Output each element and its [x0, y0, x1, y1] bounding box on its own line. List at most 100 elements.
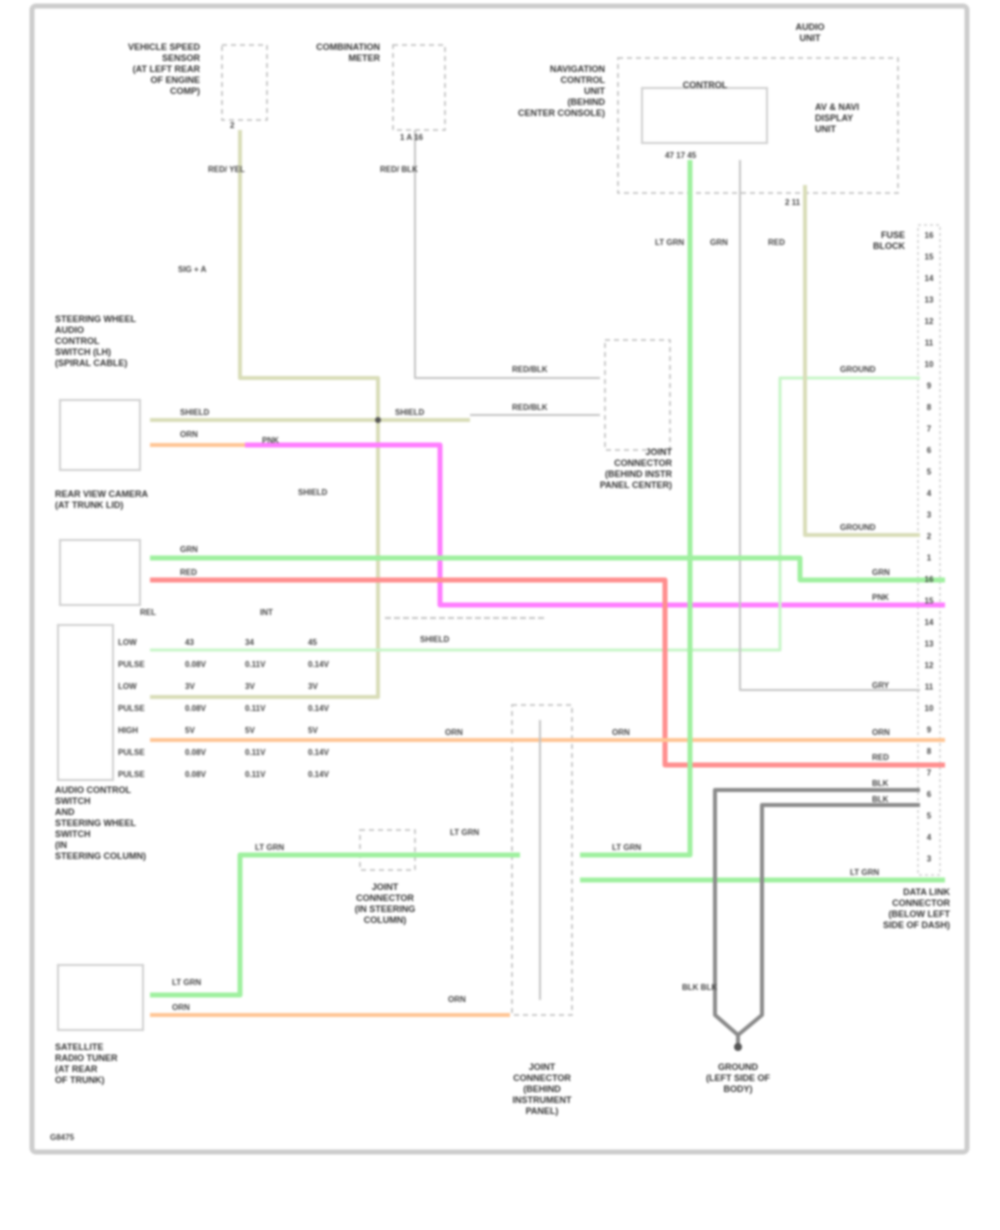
wire-green-camera	[150, 555, 945, 583]
wire-label: RED	[768, 238, 785, 247]
connector-pin-number: 8	[927, 403, 932, 412]
table-cell: 0.08V	[185, 770, 207, 779]
table-cell: 5V	[245, 726, 255, 735]
wire-label: SHIELD	[298, 488, 328, 497]
connector-pin-number: 10	[925, 704, 934, 713]
connector-pin-number: 12	[925, 317, 934, 326]
table-cell: HIGH	[118, 726, 138, 735]
connector-pin-number: 11	[925, 339, 934, 348]
wire-label: RED	[872, 753, 889, 762]
wire-label: LT GRN	[172, 978, 201, 987]
connector-pin-number: 9	[927, 382, 932, 391]
wire-label: SIG + A	[178, 265, 207, 274]
wire-black-ground-2	[736, 803, 920, 1045]
connector-pin-number: 6	[927, 446, 932, 455]
combination-meter-box	[392, 44, 446, 131]
connector-pin-number: 13	[925, 640, 934, 649]
connector-pins: 1615141312111098765432116151413121110987…	[925, 231, 934, 864]
wire-label: GROUND	[840, 523, 876, 532]
table-cell: PULSE	[118, 770, 145, 779]
wire-label: 1 A 16	[400, 133, 424, 142]
wire-label: LT GRN	[450, 828, 479, 837]
wire-label: GROUND	[840, 365, 876, 374]
connector-pin-number: 14	[925, 618, 934, 627]
table-cell: 43	[185, 638, 194, 647]
wire-label: LT GRN	[850, 868, 879, 877]
vehicle-speed-sensor-box	[221, 44, 268, 121]
wire-black-ground-1	[713, 788, 920, 1037]
table-cell: 0.11V	[245, 704, 266, 713]
joint-connector-small-box	[359, 829, 416, 871]
table-cell: 0.08V	[185, 748, 207, 757]
wire-label: RED/BLK	[512, 365, 548, 374]
wire-label: LT GRN	[255, 843, 284, 852]
connector-pin-number: 15	[925, 253, 934, 262]
connector-pin-number: 12	[925, 661, 934, 670]
wire-label: GRY	[872, 681, 890, 690]
connector-pin-number: 14	[925, 274, 934, 283]
splice-dot	[375, 417, 381, 423]
navigation-control-box	[641, 87, 768, 144]
rear-camera-label: REAR VIEW CAMERA(AT TRUNK LID)	[55, 489, 149, 510]
wire-label: BLK BLK	[682, 983, 717, 992]
wire-green-receiver	[150, 852, 520, 998]
audio-control-unit-box	[57, 624, 114, 781]
wire-gray-nav	[739, 160, 920, 691]
wire-label: GRN	[710, 238, 728, 247]
connector-pin-number: 16	[925, 575, 934, 584]
wire-label: SHIELD	[395, 408, 425, 417]
table-cell: LOW	[118, 638, 137, 647]
wire-label: SHIELD	[180, 408, 210, 417]
connector-pin-number: 5	[927, 812, 932, 821]
nav-inner-label: CONTROL	[683, 80, 728, 90]
table-cell: 0.08V	[185, 660, 207, 669]
wire-label: PNK	[262, 436, 279, 445]
ground-symbol-icon	[734, 1043, 742, 1051]
data-link-connector	[917, 224, 941, 876]
table-header: REL	[140, 608, 156, 617]
joint-connector-low-box	[511, 704, 573, 1016]
table-cell: LOW	[118, 682, 137, 691]
connector-pin-number: 6	[927, 790, 932, 799]
table-cell: 0.11V	[245, 770, 266, 779]
wire-label: RED/ YEL	[208, 165, 245, 174]
connector-pin-number: 4	[927, 833, 932, 842]
wire-green-nav	[580, 160, 693, 858]
wire-label: 2	[230, 121, 235, 130]
table-cell: 0.14V	[308, 748, 330, 757]
table-cell: 5V	[308, 726, 318, 735]
wire-label: RED	[180, 568, 197, 577]
table-cell: 0.11V	[245, 748, 266, 757]
wire-label: LT GRN	[612, 843, 641, 852]
connector-pin-number: 3	[927, 511, 932, 520]
table-cell: 0.14V	[308, 704, 330, 713]
table-cell: PULSE	[118, 704, 145, 713]
wire-label: 47 17 45	[665, 151, 697, 160]
wire-label: ORN	[172, 1003, 190, 1012]
connector-pin-number: 13	[925, 296, 934, 305]
wire-label: SHIELD	[420, 635, 450, 644]
footer-code: G8475	[50, 1133, 75, 1142]
wire-label: ORN	[612, 728, 630, 737]
connector-pin-number: 11	[925, 683, 934, 692]
table-cell: 0.14V	[308, 770, 330, 779]
wire-label: ORN	[180, 430, 198, 439]
connector-pin-number: 3	[927, 855, 932, 864]
table-cell: 3V	[245, 682, 255, 691]
wire-label: BLK	[872, 779, 889, 788]
table-cell: 5V	[185, 726, 195, 735]
table-cell: PULSE	[118, 748, 145, 757]
wire-gray-meter	[414, 130, 600, 379]
